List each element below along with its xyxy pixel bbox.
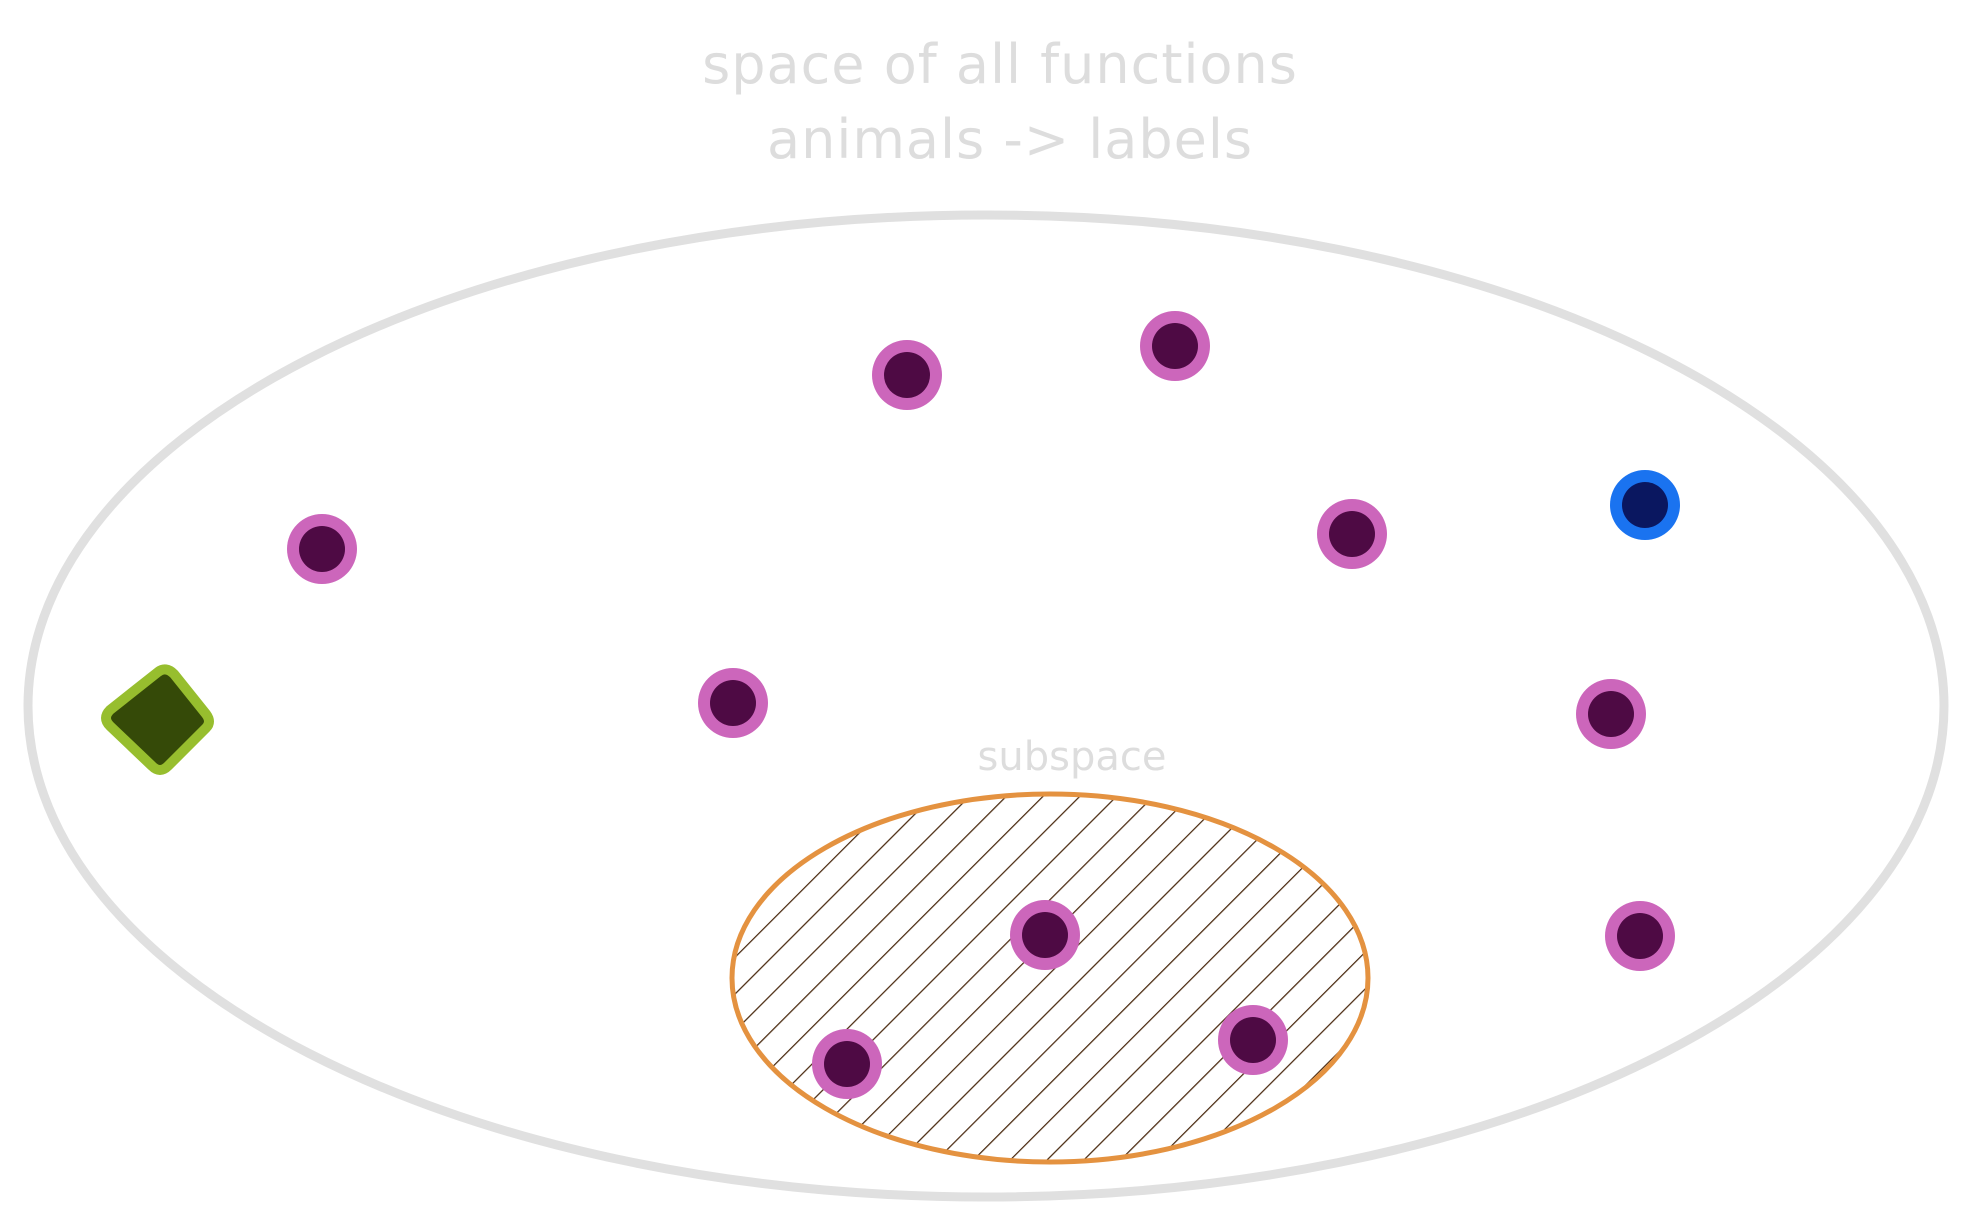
function-point-core	[1230, 1017, 1276, 1063]
function-point-core	[1329, 511, 1375, 557]
diagram-title-line-1: space of all functions	[702, 33, 1298, 96]
function-space-boundary	[23, 210, 1949, 1202]
function-point-core	[1152, 323, 1198, 369]
subspace-boundary	[729, 791, 1371, 1165]
function-point-core	[1022, 912, 1068, 958]
function-point	[872, 340, 942, 410]
function-point	[1317, 499, 1387, 569]
subspace-function-point	[1010, 900, 1080, 970]
target-diamond-icon	[101, 664, 214, 775]
function-point-core	[1617, 913, 1663, 959]
subspace-function-point	[1218, 1005, 1288, 1075]
diamond-shape	[101, 664, 214, 775]
function-point-core	[884, 352, 930, 398]
subspace-function-point	[812, 1029, 882, 1099]
blue-point-core	[1622, 482, 1668, 528]
function-point-core	[1588, 691, 1634, 737]
function-point	[1140, 311, 1210, 381]
function-point	[287, 514, 357, 584]
function-point-core	[710, 680, 756, 726]
function-point	[1576, 679, 1646, 749]
function-point	[698, 668, 768, 738]
subspace-label: subspace	[978, 734, 1167, 780]
function-point-core	[824, 1041, 870, 1087]
special-blue-point	[1610, 470, 1680, 540]
function-point-core	[299, 526, 345, 572]
subspace-region	[729, 791, 1371, 1165]
subspace-hatch-fill	[732, 794, 1368, 1162]
diagram-title-line-2: animals -> labels	[767, 108, 1253, 171]
function-point	[1605, 901, 1675, 971]
